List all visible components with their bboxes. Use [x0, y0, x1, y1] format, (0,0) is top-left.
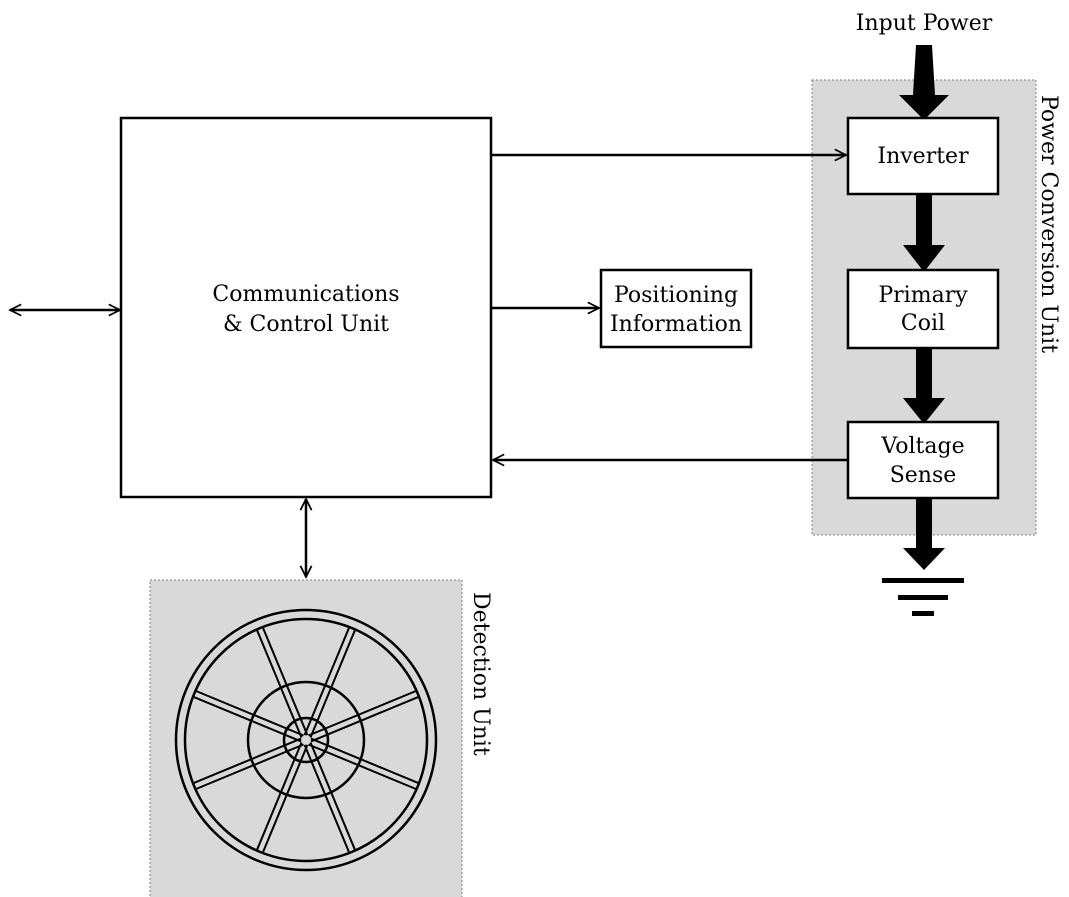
coil-middle-ring [246, 680, 366, 800]
coil-spoke-7-edge-2 [303, 626, 351, 736]
coil-spoke-3-edge-1 [255, 742, 303, 851]
coil-outer-ring-outer [174, 608, 438, 872]
coil-spoke-7-edge-1 [309, 629, 357, 738]
coil-spoke-2-edge-2 [309, 742, 357, 851]
coil-spoke-4-edge-1 [192, 737, 302, 785]
positioning-label-line2: Information [610, 312, 742, 337]
detection-unit: Detection Unit [149, 579, 493, 897]
detection-unit-panel [149, 579, 463, 897]
power-arrow-to-ground [903, 498, 945, 570]
coil-outer-ring-inner [183, 617, 429, 863]
coil-spoke-6-edge-1 [261, 626, 309, 736]
primary-coil-block [846, 268, 1000, 350]
coil-spoke-5-edge-2 [192, 695, 302, 743]
input-power-arrow [899, 45, 949, 120]
coil-spoke-1-edge-1 [308, 743, 417, 791]
detection-unit-label: Detection Unit [468, 592, 493, 756]
coil-spoke-8-edge-1 [310, 695, 420, 743]
power-arrow-coil-to-sense [903, 348, 945, 424]
inverter-label: Inverter [877, 144, 969, 169]
comm-control-label-line2: & Control Unit [223, 312, 389, 337]
coil-spoke-4-edge-2 [195, 743, 304, 791]
communications-control-unit-block [119, 116, 493, 499]
coil-spokes [192, 626, 420, 854]
coil-spoke-1-edge-2 [310, 737, 420, 785]
primary-coil-label-line1: Primary [878, 283, 968, 308]
power-conversion-unit-label: Power Conversion Unit [1036, 95, 1061, 353]
voltage-sense-label-line2: Sense [890, 463, 957, 488]
voltage-sense-label-line1: Voltage [880, 434, 964, 459]
comm-control-label-line1: Communications [212, 282, 399, 307]
coil-spoke-3-edge-2 [261, 744, 309, 854]
coil-spoke-6-edge-2 [255, 629, 303, 738]
power-arrow-inverter-to-coil [903, 194, 945, 272]
coil-spoke-8-edge-2 [308, 689, 417, 737]
primary-coil-label-line2: Coil [901, 311, 945, 336]
input-power-label: Input Power [856, 11, 993, 36]
coil-spoke-5-edge-1 [195, 689, 304, 737]
coil-inner-ring [282, 716, 330, 764]
positioning-information-block [599, 268, 753, 349]
positioning-label-line1: Positioning [614, 283, 738, 308]
ground-symbol [882, 578, 964, 616]
inverter-block [846, 116, 1000, 196]
coil-spoke-2-edge-1 [303, 744, 351, 854]
detection-coil-array [174, 608, 438, 872]
voltage-sense-block [846, 420, 1000, 500]
